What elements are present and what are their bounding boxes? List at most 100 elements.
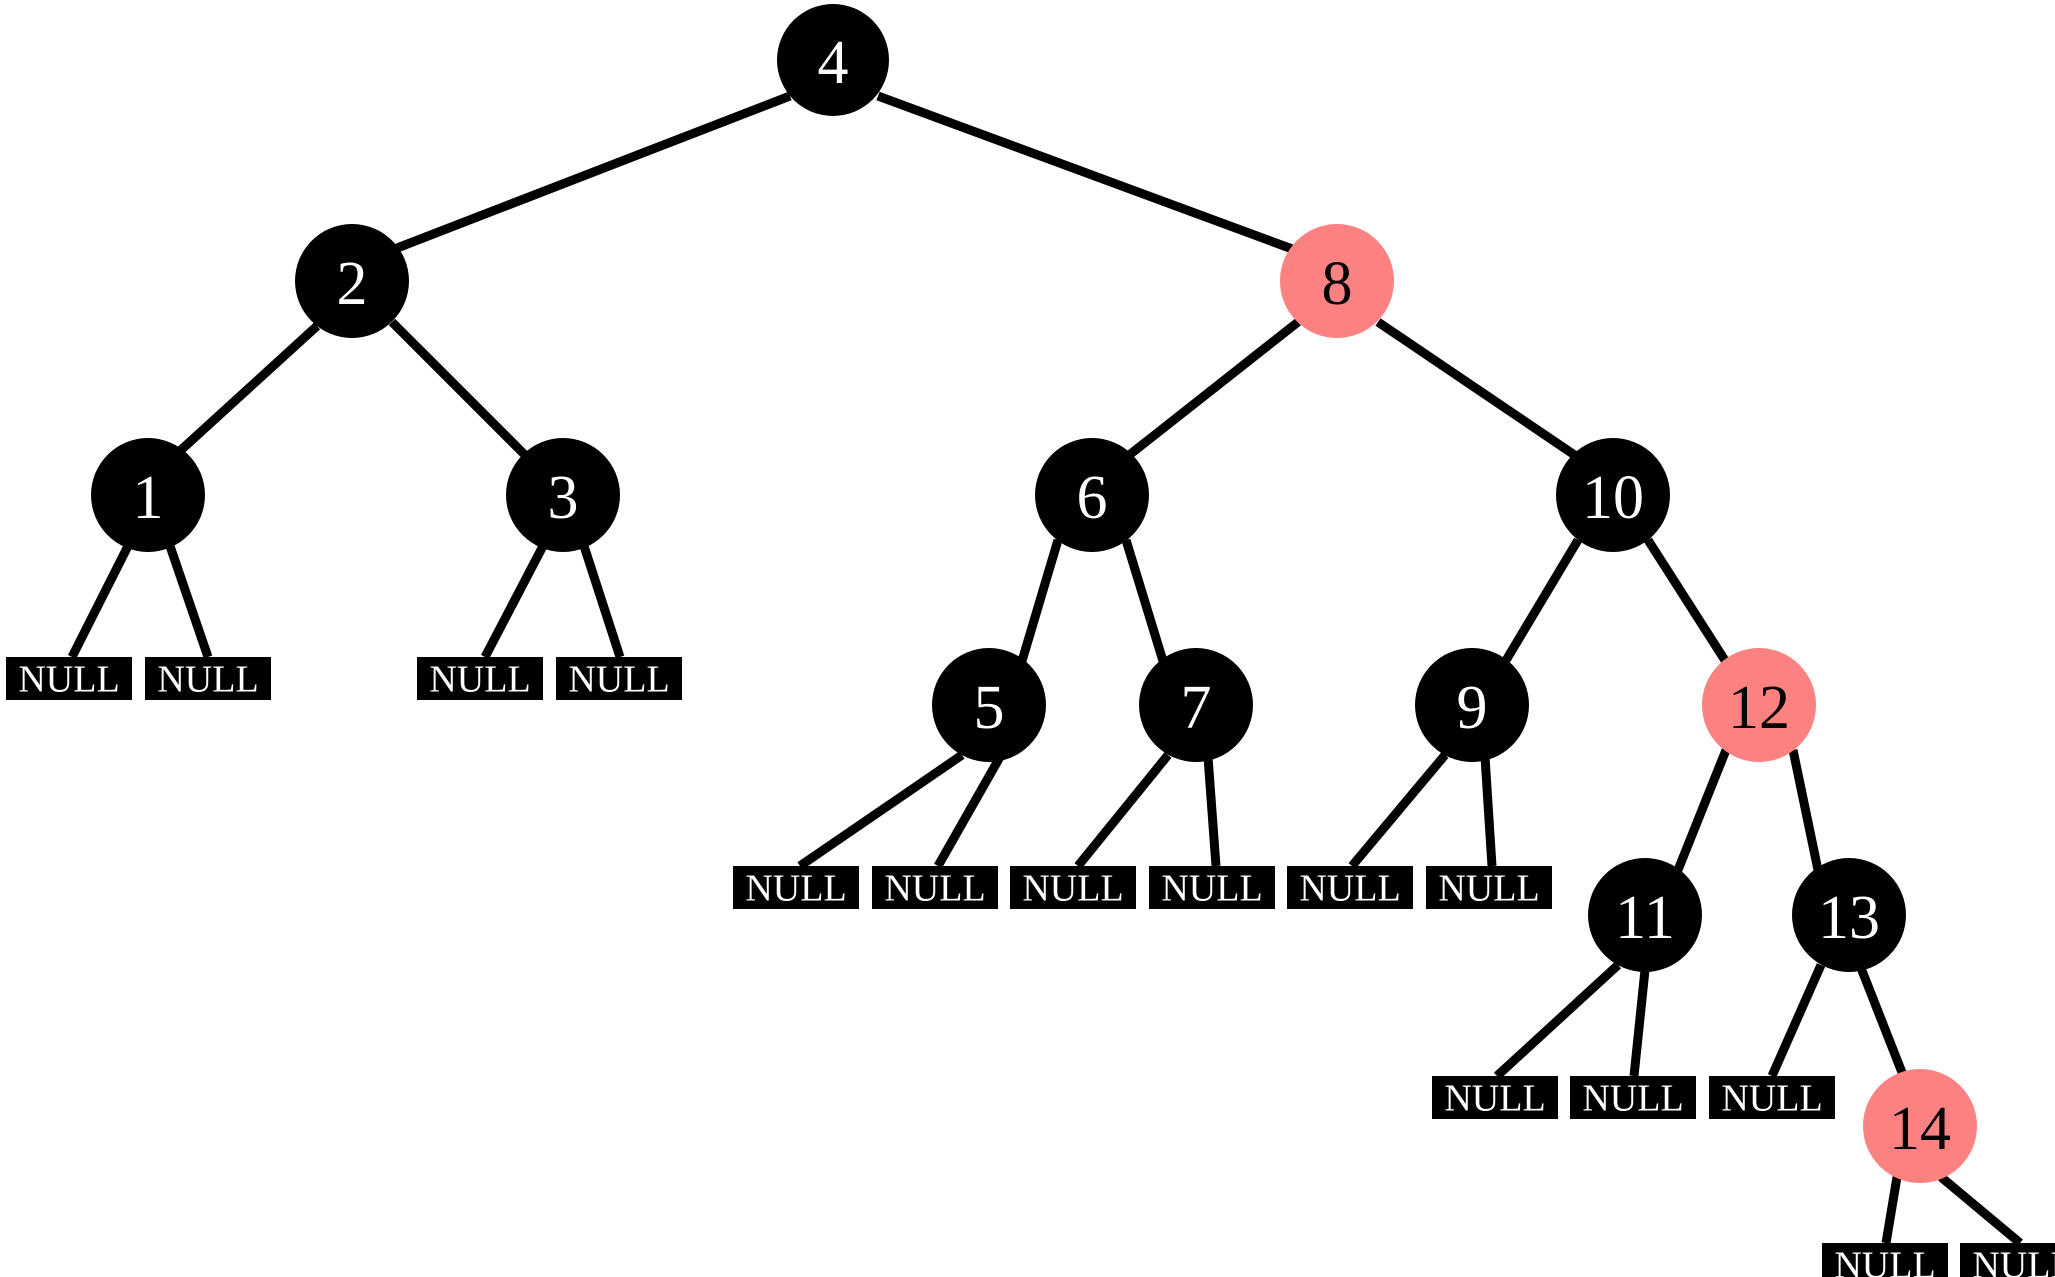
node-value-label: 6 [1077,464,1108,532]
node-value-label: 13 [1818,884,1880,952]
tree-edge-n10-n9 [1501,537,1582,665]
tree-edge-n7-u7 [1074,752,1172,869]
null-box [1432,1076,1558,1119]
tree-edge-n12-n11 [1673,748,1731,872]
null-node: NULL [1709,1076,1835,1120]
tree-node-9[interactable]: 9 [1415,648,1529,762]
tree-edge-n9-u9 [1348,752,1449,869]
black-node-circle[interactable] [1556,438,1670,552]
tree-node-7[interactable]: 7 [1139,648,1253,762]
black-node-circle[interactable] [295,224,409,338]
null-label: NULL [1972,1245,2055,1277]
null-label: NULL [18,659,119,701]
red-node-circle[interactable] [1702,648,1816,762]
tree-edge-n4-n2 [390,91,792,255]
tree-node-14[interactable]: 14 [1863,1069,1977,1183]
tree-node-13[interactable]: 13 [1792,858,1906,972]
node-value-label: 14 [1889,1095,1951,1163]
tree-edge-n13-n14 [1856,966,1908,1077]
tree-node-5[interactable]: 5 [932,648,1046,762]
null-label: NULL [745,868,846,910]
tree-edge-n3-u4 [579,544,625,659]
black-node-circle[interactable] [1415,648,1529,762]
null-label: NULL [157,659,258,701]
null-box [556,657,682,700]
tree-edge-n4-n8 [876,91,1297,255]
tree-node-2[interactable]: 2 [295,224,409,338]
tree-edge-n1-u2 [165,544,213,659]
null-label: NULL [1582,1078,1683,1120]
red-node-circle[interactable] [1863,1069,1977,1183]
tree-edge-n2-n1 [177,322,321,454]
null-box [145,657,271,700]
null-node: NULL [1287,866,1413,910]
null-nodes-layer: NULL NULL NULL NULL NULL NULL NULL NULL NULL NULL… [6,657,2055,1277]
null-box [1822,1243,1948,1277]
tree-edge-n8-n10 [1375,318,1579,460]
black-node-circle[interactable] [1588,858,1702,972]
tree-edge-n9-u10 [1480,756,1497,867]
tree-node-4[interactable]: 4 [777,4,889,116]
tree-node-6[interactable]: 6 [1035,438,1149,552]
tree-node-10[interactable]: 10 [1556,438,1670,552]
tree-edge-n6-n5 [1017,538,1063,663]
null-box [733,866,859,909]
black-node-circle[interactable] [1035,438,1149,552]
node-value-label: 12 [1728,674,1790,742]
black-node-circle[interactable] [91,438,205,552]
tree-node-1[interactable]: 1 [91,438,205,552]
null-label: NULL [884,868,985,910]
null-node: NULL [1149,866,1275,910]
null-node: NULL [417,657,543,701]
null-node: NULL [145,657,271,701]
null-node: NULL [733,866,859,910]
null-label: NULL [1022,868,1123,910]
null-label: NULL [568,659,669,701]
null-box [1570,1076,1696,1119]
node-value-label: 10 [1582,464,1644,532]
black-node-circle[interactable] [506,438,620,552]
tree-node-8[interactable]: 8 [1280,224,1394,338]
null-box [1426,866,1552,909]
null-node: NULL [1426,866,1552,910]
null-box [1149,866,1275,909]
null-label: NULL [1721,1078,1822,1120]
black-node-circle[interactable] [1139,648,1253,762]
tree-node-11[interactable]: 11 [1588,858,1702,972]
null-node: NULL [1432,1076,1558,1120]
tree-edge-n14-u14 [1881,1176,1902,1244]
null-node: NULL [1822,1243,1948,1277]
tree-edge-n5-u5 [797,751,965,870]
tree-edge-n14-u15 [1938,1173,2023,1247]
null-node: NULL [1960,1243,2055,1277]
null-node: NULL [6,657,132,701]
tree-edge-n8-n6 [1125,318,1301,460]
tree-edge-n11-u11 [1493,961,1622,1080]
null-box [1287,866,1413,909]
black-node-circle[interactable] [777,4,889,116]
tree-edge-n7-u8 [1203,756,1221,867]
null-label: NULL [1299,868,1400,910]
tree-edge-n6-n7 [1121,538,1168,663]
null-box [872,866,998,909]
black-node-circle[interactable] [932,648,1046,762]
tree-node-3[interactable]: 3 [506,438,620,552]
node-value-label: 8 [1322,250,1353,318]
node-value-label: 11 [1615,884,1675,952]
null-label: NULL [1444,1078,1545,1120]
null-box [1709,1076,1835,1119]
black-node-circle[interactable] [1792,858,1906,972]
tree-node-12[interactable]: 12 [1702,648,1816,762]
edges-layer [67,91,2023,1247]
tree-edge-n11-u12 [1629,969,1650,1077]
node-value-label: 7 [1181,674,1212,742]
null-label: NULL [1161,868,1262,910]
tree-edge-n10-n12 [1644,537,1730,665]
tree-edge-n12-n13 [1788,749,1823,871]
null-box [6,657,132,700]
red-node-circle[interactable] [1280,224,1394,338]
null-label: NULL [429,659,530,701]
